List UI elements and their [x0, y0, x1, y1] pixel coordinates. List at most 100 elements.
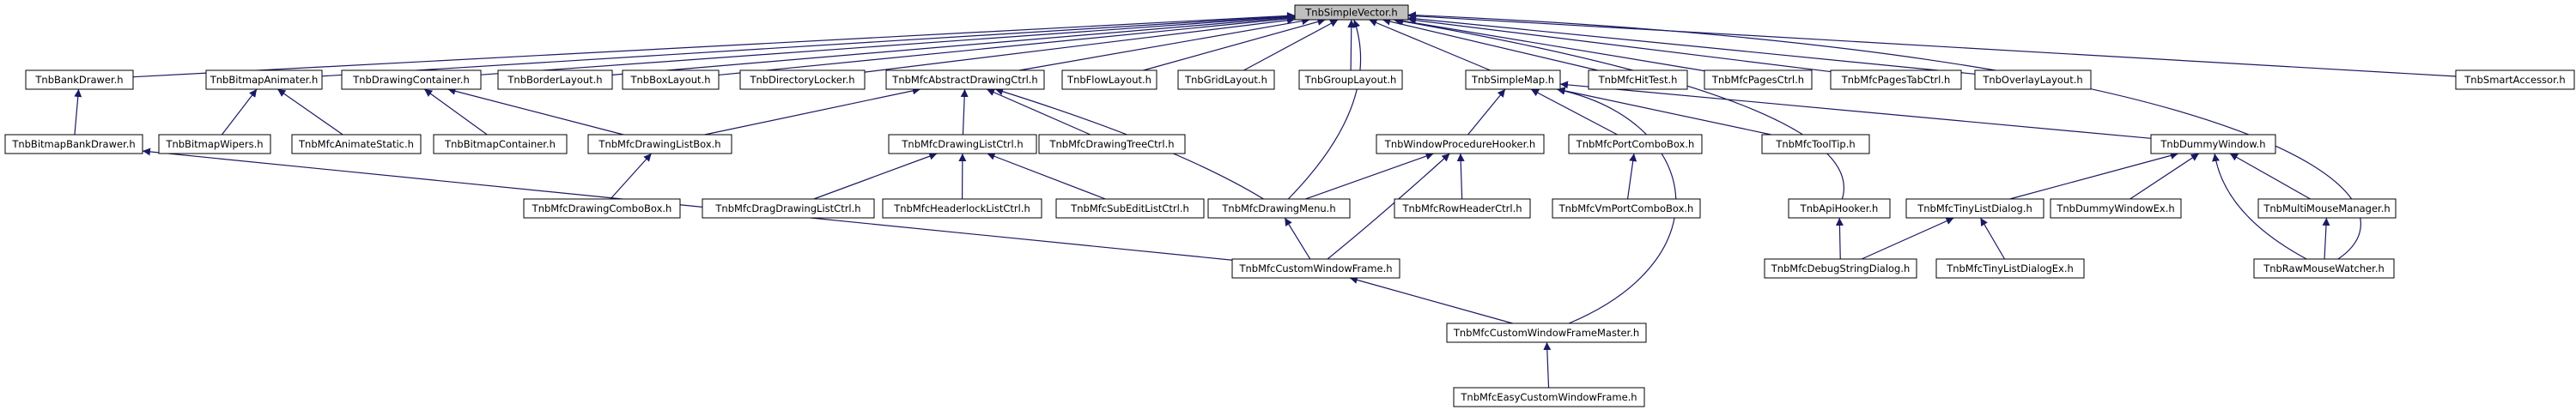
edge-bitmapcontainer-to-drawingcontainer — [423, 88, 488, 136]
node-box[interactable] — [1974, 69, 2092, 90]
node-box[interactable] — [1588, 69, 1688, 90]
node-label: TnbFlowLayout.h — [1066, 74, 1151, 86]
node-box[interactable] — [1207, 198, 1351, 219]
node-box[interactable] — [2050, 198, 2182, 219]
node-grouplayout[interactable]: TnbGroupLayout.h — [1298, 69, 1403, 90]
node-tooltip[interactable]: TnbMfcToolTip.h — [1761, 134, 1870, 154]
node-box[interactable] — [1935, 258, 2085, 279]
node-drawingcombobox[interactable]: TnbMfcDrawingComboBox.h — [523, 198, 681, 219]
node-box[interactable] — [1394, 198, 1531, 219]
node-box[interactable] — [1568, 134, 1703, 154]
node-box[interactable] — [2455, 69, 2575, 90]
node-box[interactable] — [885, 69, 1045, 90]
node-box[interactable] — [1788, 198, 1891, 219]
node-box[interactable] — [1231, 258, 1400, 279]
edge-smartaccessor-to-root — [1407, 12, 2457, 77]
node-box[interactable] — [1298, 69, 1403, 90]
node-rawmousewatcher[interactable]: TnbRawMouseWatcher.h — [2253, 258, 2395, 279]
node-directorylocker[interactable]: TnbDirectoryLocker.h — [739, 69, 866, 90]
node-box[interactable] — [1446, 323, 1647, 343]
node-box[interactable] — [1055, 198, 1205, 219]
node-gridlayout[interactable]: TnbGridLayout.h — [1177, 69, 1275, 90]
node-bitmapcontainer[interactable]: TnbBitmapContainer.h — [433, 134, 568, 154]
node-box[interactable] — [205, 69, 323, 90]
node-box[interactable] — [1061, 69, 1157, 90]
node-dummywindowex[interactable]: TnbDummyWindowEx.h — [2050, 198, 2182, 219]
node-rowheaderctrl[interactable]: TnbMfcRowHeaderCtrl.h — [1394, 198, 1531, 219]
node-box[interactable] — [1905, 198, 2044, 219]
edge-drawingmenu-to-procedurehooker — [1305, 152, 1434, 200]
node-box[interactable] — [2257, 198, 2397, 219]
node-bitmapbankdrawer[interactable]: TnbBitmapBankDrawer.h — [4, 134, 143, 154]
node-box[interactable] — [622, 69, 720, 90]
node-box[interactable] — [1453, 387, 1645, 407]
node-vmportcombobox[interactable]: TnbMfcVmPortComboBox.h — [1552, 198, 1701, 219]
node-smartaccessor[interactable]: TnbSmartAccessor.h — [2455, 69, 2575, 90]
node-drawingmenu[interactable]: TnbMfcDrawingMenu.h — [1207, 198, 1351, 219]
node-tinylistdialogex[interactable]: TnbMfcTinyListDialogEx.h — [1935, 258, 2085, 279]
node-flowlayout[interactable]: TnbFlowLayout.h — [1061, 69, 1157, 90]
node-box[interactable] — [291, 134, 422, 154]
node-label: TnbMfcEasyCustomWindowFrame.h — [1460, 391, 1637, 403]
edge-customwindowframemaster-to-customwindowframe — [1349, 276, 1513, 324]
node-dragdrawinglistctrl[interactable]: TnbMfcDragDrawingListCtrl.h — [702, 198, 875, 219]
node-box[interactable] — [1830, 69, 1962, 90]
edge-animatestatic-to-bitmapanimater — [276, 88, 343, 136]
node-box[interactable] — [523, 198, 681, 219]
node-bitmapwipers[interactable]: TnbBitmapWipers.h — [158, 134, 271, 154]
node-box[interactable] — [433, 134, 568, 154]
node-dummywindow[interactable]: TnbDummyWindow.h — [2150, 134, 2276, 154]
node-box[interactable] — [888, 134, 1037, 154]
node-drawinglistbox[interactable]: TnbMfcDrawingListBox.h — [587, 134, 732, 154]
node-box[interactable] — [1552, 198, 1701, 219]
node-overlaylayout[interactable]: TnbOverlayLayout.h — [1974, 69, 2092, 90]
node-box[interactable] — [2253, 258, 2395, 279]
node-box[interactable] — [341, 69, 482, 90]
node-box[interactable] — [1465, 69, 1561, 90]
node-box[interactable] — [1177, 69, 1275, 90]
node-box[interactable] — [702, 198, 875, 219]
node-box[interactable] — [1376, 134, 1545, 154]
node-apihooker[interactable]: TnbApiHooker.h — [1788, 198, 1891, 219]
node-portcombobox[interactable]: TnbMfcPortComboBox.h — [1568, 134, 1703, 154]
node-box[interactable] — [25, 69, 134, 90]
node-hittest[interactable]: TnbMfcHitTest.h — [1588, 69, 1688, 90]
node-drawingtreectrl[interactable]: TnbMfcDrawingTreeCtrl.h — [1038, 134, 1186, 154]
node-debugstringdialog[interactable]: TnbMfcDebugStringDialog.h — [1764, 258, 1917, 279]
node-subeditlistctrl[interactable]: TnbMfcSubEditListCtrl.h — [1055, 198, 1205, 219]
node-box[interactable] — [882, 198, 1042, 219]
node-drawingcontainer[interactable]: TnbDrawingContainer.h — [341, 69, 482, 90]
node-multimousemanager[interactable]: TnbMultiMouseManager.h — [2257, 198, 2397, 219]
edge-drawinglistbox-to-abstractdrawingctrl — [704, 87, 920, 136]
node-bankdrawer[interactable]: TnbBankDrawer.h — [25, 69, 134, 90]
node-pagestabctrl[interactable]: TnbMfcPagesTabCtrl.h — [1830, 69, 1962, 90]
node-root[interactable]: TnbSimpleVector.h — [1294, 4, 1409, 21]
node-box[interactable] — [1038, 134, 1186, 154]
node-drawinglistctrl[interactable]: TnbMfcDrawingListCtrl.h — [888, 134, 1037, 154]
node-customwindowframe[interactable]: TnbMfcCustomWindowFrame.h — [1231, 258, 1400, 279]
node-box[interactable] — [739, 69, 866, 90]
edge-procedurehooker-to-simplemap — [1467, 88, 1506, 136]
node-simplemap[interactable]: TnbSimpleMap.h — [1465, 69, 1561, 90]
node-box[interactable] — [1764, 258, 1917, 279]
node-box[interactable] — [1761, 134, 1870, 154]
node-box[interactable] — [497, 69, 613, 90]
node-borderlayout[interactable]: TnbBorderLayout.h — [497, 69, 613, 90]
node-animatestatic[interactable]: TnbMfcAnimateStatic.h — [291, 134, 422, 154]
node-procedurehooker[interactable]: TnbWindowProcedureHooker.h — [1376, 134, 1545, 154]
node-tinylistdialog[interactable]: TnbMfcTinyListDialog.h — [1905, 198, 2044, 219]
node-box[interactable] — [2150, 134, 2276, 154]
node-bitmapanimater[interactable]: TnbBitmapAnimater.h — [205, 69, 323, 90]
node-abstractdrawingctrl[interactable]: TnbMfcAbstractDrawingCtrl.h — [885, 69, 1045, 90]
node-box[interactable] — [158, 134, 271, 154]
edge-grouplayout-to-root — [1347, 19, 1356, 71]
node-customwindowframemaster[interactable]: TnbMfcCustomWindowFrameMaster.h — [1446, 323, 1647, 343]
node-box[interactable] — [1704, 69, 1813, 90]
node-box[interactable] — [587, 134, 732, 154]
node-box[interactable] — [4, 134, 143, 154]
node-boxlayout[interactable]: TnbBoxLayout.h — [622, 69, 720, 90]
node-box[interactable] — [1294, 4, 1409, 21]
node-pagesctrl[interactable]: TnbMfcPagesCtrl.h — [1704, 69, 1813, 90]
node-easycustomwindowframe[interactable]: TnbMfcEasyCustomWindowFrame.h — [1453, 387, 1645, 407]
node-headerlocklistctrl[interactable]: TnbMfcHeaderlockListCtrl.h — [882, 198, 1042, 219]
